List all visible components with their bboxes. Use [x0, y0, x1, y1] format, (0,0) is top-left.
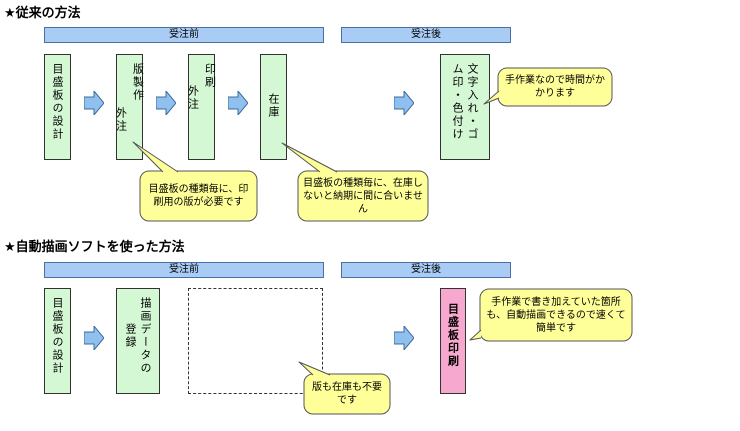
- step-scale-printing: 目盛板印刷: [440, 288, 466, 394]
- callout-tail: [281, 142, 338, 173]
- callout-no-plate-no-inventory: 版も在庫も不要です: [312, 382, 382, 406]
- step-printing: 印刷 外注: [186, 54, 217, 160]
- section-title-conventional: ★従来の方法: [4, 6, 81, 21]
- step-text: 文字入れ・ゴ: [466, 63, 479, 141]
- step-scale-design: 目盛板の設計: [44, 288, 71, 394]
- arrow-right-icon: [156, 91, 176, 115]
- step-text: 印刷: [203, 63, 217, 89]
- step-text: ム印・色付け: [451, 63, 464, 141]
- step-drawing-data-registration: 描画データの 登録: [116, 288, 160, 394]
- step-text: 目盛板の設計: [51, 297, 64, 375]
- step-text: 目盛板印刷: [446, 303, 460, 368]
- step-text: 描画データの: [139, 297, 152, 375]
- section-title-auto-drawing: ★自動描画ソフトを使った方法: [4, 240, 185, 255]
- arrow-right-icon: [394, 326, 414, 350]
- step-scale-design: 目盛板の設計: [44, 54, 71, 160]
- step-text: 外注: [186, 85, 200, 111]
- step-inventory: 在庫: [260, 54, 287, 160]
- step-plate-making: 版製作 外注: [114, 54, 145, 160]
- callout-inventory-required: 目盛板の種類毎に、在庫しないと納期に間に合いません: [303, 177, 423, 215]
- phase-bar-before-order: 受注前: [44, 27, 324, 43]
- step-text: 登録: [124, 323, 137, 349]
- arrow-right-icon: [84, 326, 104, 350]
- step-text: 目盛板の設計: [51, 63, 64, 141]
- empty-step-placeholder: [188, 288, 323, 394]
- step-text: 外注: [114, 107, 128, 133]
- arrow-right-icon: [84, 91, 104, 115]
- callout-manual-slow: 手作業なので時間がかかります: [505, 75, 605, 99]
- arrow-right-icon: [394, 91, 414, 115]
- phase-bar-after-order: 受注後: [341, 27, 511, 43]
- phase-bar-after-order: 受注後: [341, 262, 511, 278]
- step-text: 版製作: [131, 63, 145, 102]
- callout-tail: [469, 329, 482, 341]
- arrow-right-icon: [228, 91, 248, 115]
- step-text: 在庫: [267, 93, 280, 119]
- phase-bar-before-order: 受注前: [44, 262, 324, 278]
- callout-auto-fast-easy: 手作業で書き加えていた箇所も、自動描画できるので速くて簡単です: [486, 296, 626, 334]
- callout-plate-required: 目盛板の種類毎に、印刷用の版が必要です: [148, 184, 249, 208]
- step-lettering-stamping: 文字入れ・ゴ ム印・色付け: [440, 54, 490, 160]
